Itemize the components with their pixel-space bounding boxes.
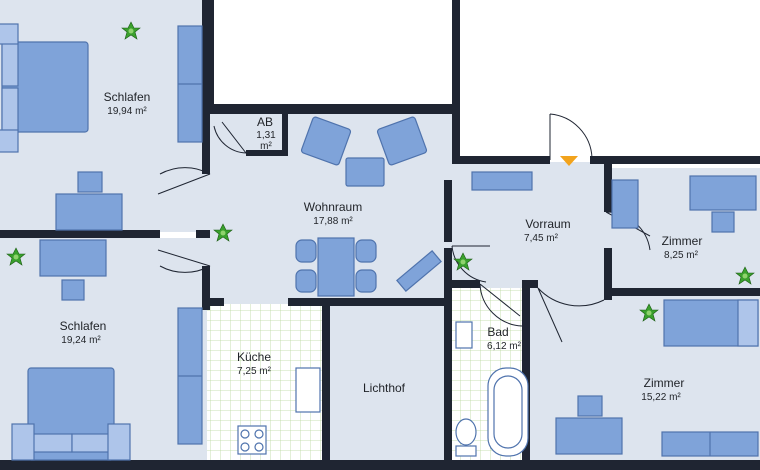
chair-icon [295, 269, 317, 293]
wall [452, 156, 550, 164]
wall [288, 298, 446, 306]
chair-icon [295, 239, 317, 263]
desk-icon [689, 175, 757, 211]
wall [452, 0, 460, 114]
wall [202, 298, 224, 306]
wall [202, 266, 210, 310]
chair-icon [577, 395, 603, 417]
room-area-kueche: 7,25 m² [237, 366, 272, 377]
wall [202, 114, 210, 174]
wall [452, 104, 460, 164]
room-labels: Schlafen 19,94 m² AB 1,31 m² Wohnraum 17… [60, 90, 703, 403]
chair-icon [355, 239, 377, 263]
room-area-schlafen-bottom: 19,24 m² [61, 335, 101, 346]
furniture [0, 23, 759, 461]
room-name-wohnraum: Wohnraum [304, 200, 362, 214]
sofa-icon [471, 171, 533, 191]
wall [202, 0, 214, 112]
desk-icon [39, 239, 107, 277]
chair-icon [711, 211, 735, 233]
entry-arrow-icon [560, 156, 578, 166]
room-name-schlafen-bottom: Schlafen [60, 319, 107, 333]
room-area-zimmer-right: 8,25 m² [664, 250, 699, 261]
door-swing [451, 245, 490, 283]
room-name-lichthof: Lichthof [363, 381, 406, 395]
room-name-zimmer-right: Zimmer [662, 234, 703, 248]
bed-icon [0, 23, 89, 153]
wall [604, 248, 612, 300]
chair-icon [355, 269, 377, 293]
desk-icon [555, 417, 623, 455]
wall [590, 156, 760, 164]
stove-icon [237, 425, 267, 455]
wall [202, 104, 460, 114]
room-name-zimmer-bottom: Zimmer [644, 376, 685, 390]
door-swing [537, 287, 605, 343]
room-area-wohnraum: 17,88 m² [313, 216, 353, 227]
room-area-schlafen-top: 19,94 m² [107, 106, 147, 117]
wall [196, 230, 210, 238]
bed-icon [663, 299, 759, 347]
table-icon [317, 237, 355, 297]
room-name-ab: AB [257, 115, 273, 129]
sink-icon [295, 367, 321, 413]
door-swing [157, 167, 211, 195]
wall [246, 150, 288, 156]
room-area-bad: 6,12 m² [487, 341, 522, 352]
room-name-kueche: Küche [237, 350, 271, 364]
bed-icon [11, 367, 131, 461]
room-name-vorraum: Vorraum [525, 217, 570, 231]
table-icon [345, 157, 385, 187]
room-area-zimmer-bottom: 15,22 m² [641, 392, 681, 403]
door-swing [157, 249, 211, 273]
wardrobe-icon [611, 179, 639, 229]
room-area-vorraum: 7,45 m² [524, 233, 559, 244]
room-name-bad: Bad [487, 325, 508, 339]
toilet-icon [455, 418, 477, 457]
door-swing [479, 283, 523, 327]
door-swing [549, 113, 593, 160]
wall [444, 180, 452, 242]
wall [0, 230, 160, 238]
desk-icon [55, 193, 123, 231]
tv-icon [396, 250, 442, 292]
chair-icon [77, 171, 103, 193]
armchair-icon [376, 116, 428, 166]
sink-icon [455, 321, 473, 349]
wall [522, 280, 538, 288]
room-area-ab-unit: m² [260, 141, 272, 152]
room-name-schlafen-top: Schlafen [104, 90, 151, 104]
wall [0, 460, 760, 470]
wall [322, 306, 330, 460]
door-swing [213, 121, 247, 154]
chair-icon [61, 279, 85, 301]
wall [604, 164, 612, 212]
floor-lichthof [330, 304, 444, 460]
wall [522, 280, 530, 460]
armchair-icon [300, 116, 352, 166]
wall [452, 280, 480, 288]
bathtub-icon [487, 367, 529, 457]
wall [282, 114, 288, 154]
room-area-ab-value: 1,31 [256, 130, 276, 141]
wall [604, 288, 760, 296]
wall [444, 248, 452, 460]
